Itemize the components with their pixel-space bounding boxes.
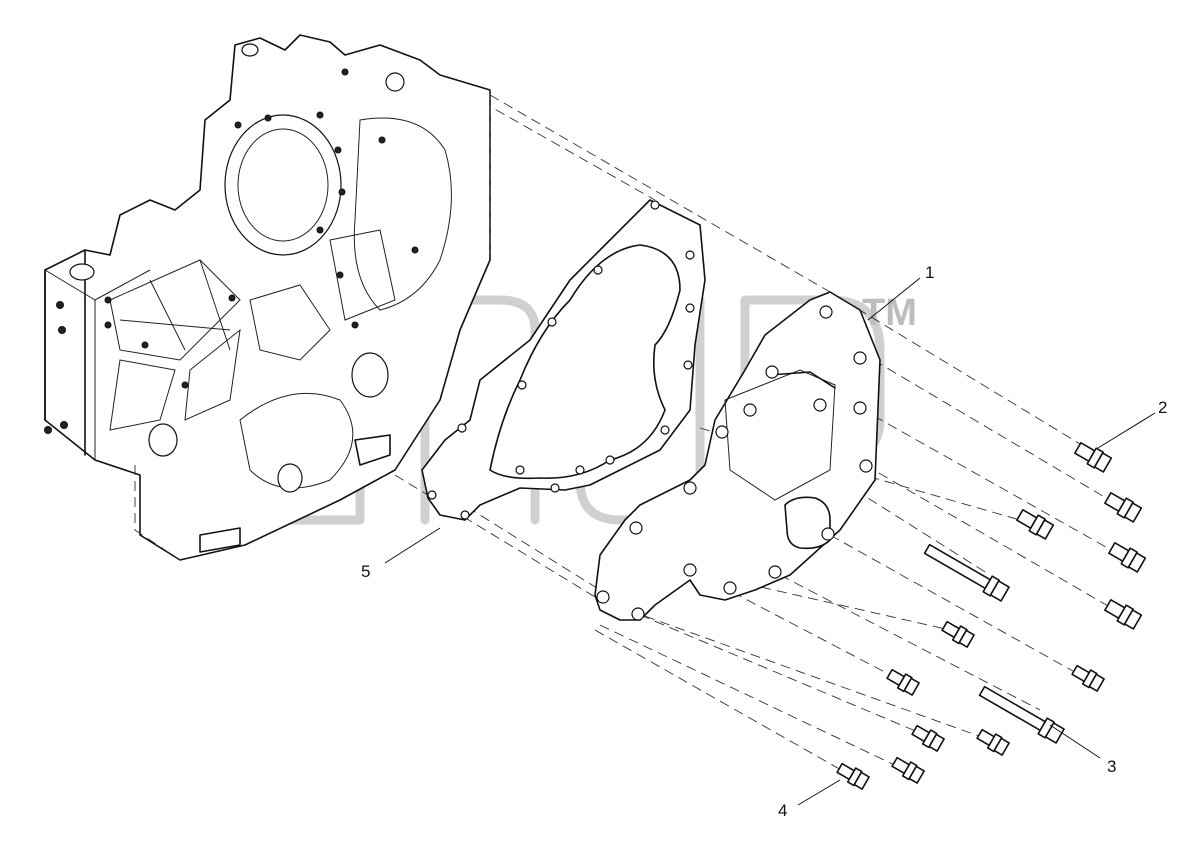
cover-part-1	[594, 291, 881, 621]
bolt	[1071, 664, 1105, 692]
long-bolt	[978, 685, 1065, 744]
bolt	[1104, 492, 1143, 523]
bolt	[1016, 509, 1055, 540]
callout-labels: 1 2 3 4 5	[361, 263, 1167, 820]
bolt	[886, 668, 920, 696]
bolt	[941, 620, 975, 648]
callout-5: 5	[361, 562, 370, 581]
bolt	[1074, 442, 1113, 473]
bolt	[911, 724, 945, 752]
bolt	[1108, 542, 1147, 573]
callout-2: 2	[1158, 398, 1167, 417]
watermark-trademark: TM	[862, 292, 917, 334]
callout-3: 3	[1107, 757, 1116, 776]
long-bolt	[923, 543, 1010, 602]
gasket-part-5	[421, 199, 706, 521]
front-housing	[44, 34, 491, 561]
bolt	[976, 728, 1010, 756]
long-bolt-group-3	[923, 543, 1065, 744]
callout-leaders	[384, 277, 1156, 806]
bolt	[891, 756, 925, 784]
bolt-group-2	[836, 442, 1147, 790]
callout-1: 1	[925, 263, 934, 282]
bolt	[1104, 599, 1143, 630]
callout-4: 4	[778, 801, 787, 820]
bolt	[836, 762, 870, 790]
